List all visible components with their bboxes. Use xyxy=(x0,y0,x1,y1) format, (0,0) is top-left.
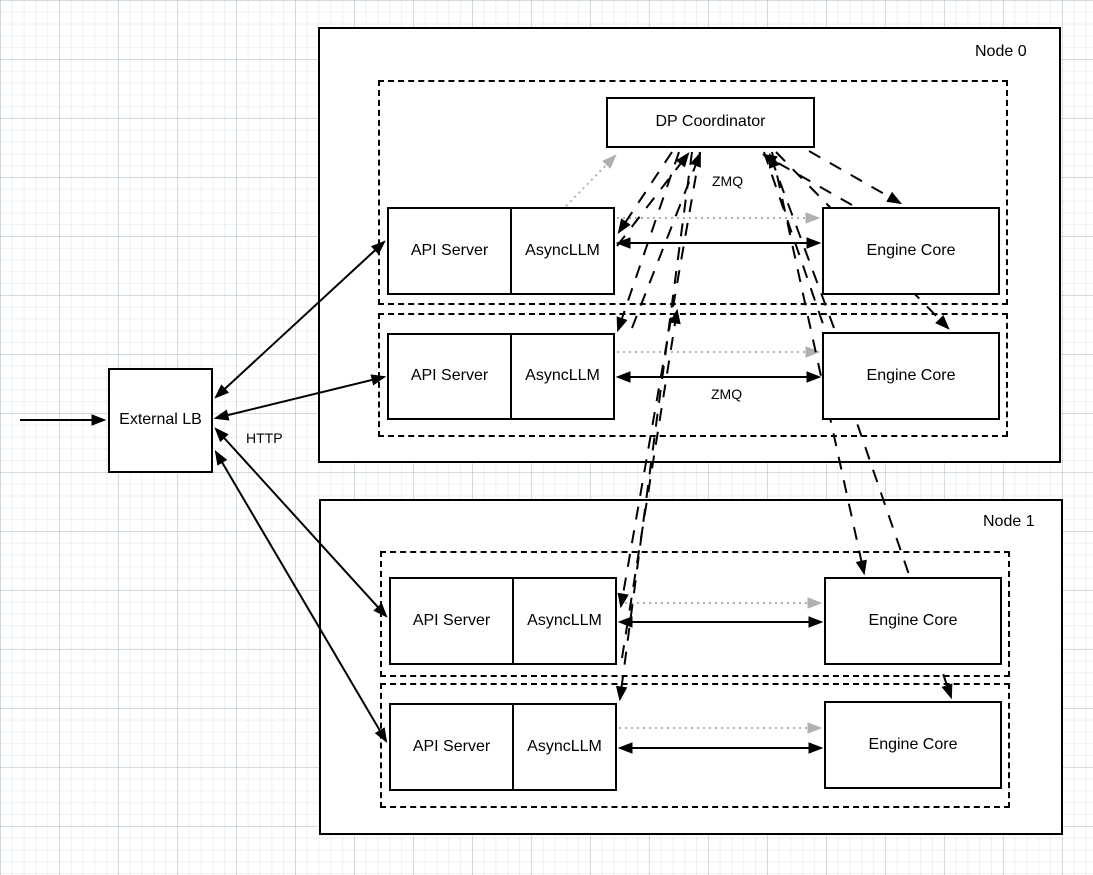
node1-label: Node 1 xyxy=(983,513,1035,530)
external-lb-label: External LB xyxy=(119,411,202,429)
api-server-2-label: API Server xyxy=(412,611,491,629)
asyncllm-3-label: AsyncLLM xyxy=(527,737,602,755)
api-server-3-label: API Server xyxy=(412,737,491,755)
engine-core-2-box: Engine Core xyxy=(824,577,1002,665)
asyncllm-1-label: AsyncLLM xyxy=(525,367,600,385)
api-server-1-label: API Server xyxy=(410,367,489,385)
asyncllm-2-cell: AsyncLLM xyxy=(514,579,615,663)
engine-core-3-label: Engine Core xyxy=(868,735,958,753)
api-server-1-box: API Server AsyncLLM xyxy=(387,333,615,420)
dp-coordinator-box: DP Coordinator xyxy=(606,97,815,148)
engine-core-2-label: Engine Core xyxy=(868,611,958,629)
api-server-0-label: API Server xyxy=(410,241,489,259)
engine-core-1-label: Engine Core xyxy=(866,366,956,384)
asyncllm-3-cell: AsyncLLM xyxy=(514,705,615,789)
asyncllm-0-label: AsyncLLM xyxy=(525,241,600,259)
api-server-2-box: API Server AsyncLLM xyxy=(389,577,617,665)
node0-label: Node 0 xyxy=(975,43,1027,60)
http-label: HTTP xyxy=(246,430,283,446)
engine-core-0-label: Engine Core xyxy=(866,241,956,259)
api-server-0-cell: API Server xyxy=(389,209,512,293)
zmq-label-rank1: ZMQ xyxy=(711,386,743,402)
api-server-1-cell: API Server xyxy=(389,335,512,418)
asyncllm-0-cell: AsyncLLM xyxy=(512,209,613,293)
api-server-2-cell: API Server xyxy=(391,579,514,663)
dp-coordinator-label: DP Coordinator xyxy=(655,113,766,131)
engine-core-3-box: Engine Core xyxy=(824,701,1002,789)
external-lb-box: External LB xyxy=(108,368,213,473)
api-server-3-box: API Server AsyncLLM xyxy=(389,703,617,791)
asyncllm-2-label: AsyncLLM xyxy=(527,611,602,629)
engine-core-0-box: Engine Core xyxy=(822,207,1000,295)
node1-rank1-group xyxy=(380,683,1010,808)
zmq-label-rank0: ZMQ xyxy=(712,173,744,189)
engine-core-1-box: Engine Core xyxy=(822,332,1000,420)
asyncllm-1-cell: AsyncLLM xyxy=(512,335,613,418)
api-server-0-box: API Server AsyncLLM xyxy=(387,207,615,295)
api-server-3-cell: API Server xyxy=(391,705,514,789)
